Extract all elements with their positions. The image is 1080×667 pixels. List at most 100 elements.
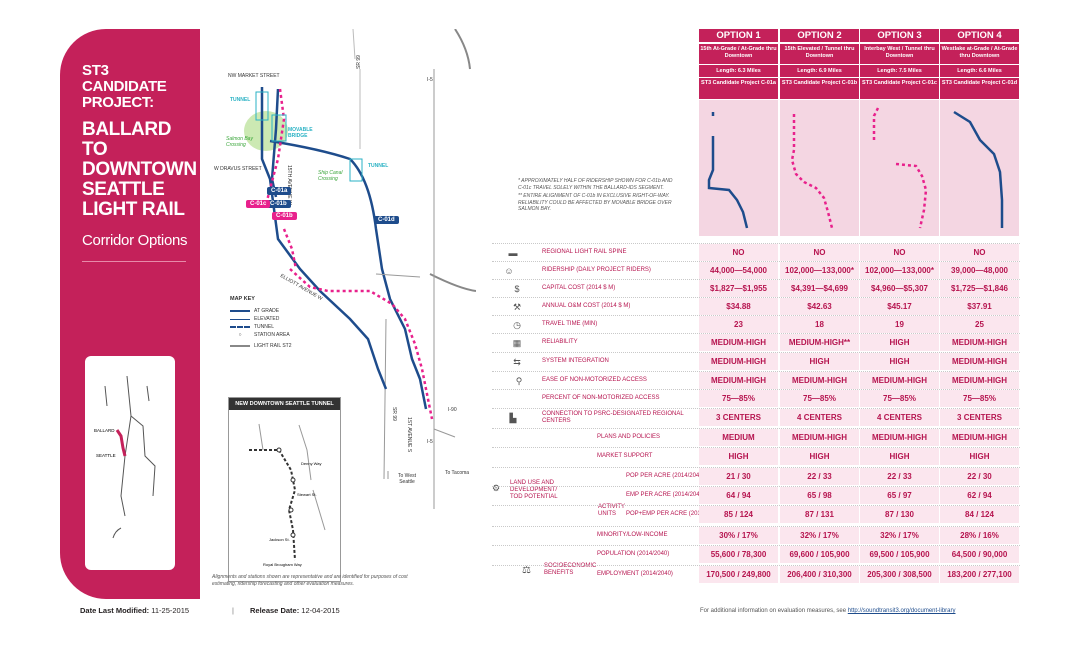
measure-label: EMPLOYMENT (2014/2040): [597, 571, 673, 577]
option-1-route-map: [699, 100, 778, 236]
option-4-value: 25: [940, 316, 1019, 333]
key-elevated: ELEVATED: [254, 316, 280, 322]
option-4-value: 3 CENTERS: [940, 409, 1019, 426]
option-2-value: 102,000—133,000*: [780, 262, 859, 279]
option-4-value: 62 / 94: [940, 487, 1019, 504]
option-1-value: 44,000—54,000: [699, 262, 778, 279]
option-3-value: $45.17: [860, 298, 939, 315]
measure-label: RELIABILITY: [542, 339, 578, 345]
option-3-length: Length: 7.5 Miles: [860, 64, 939, 77]
inset-royal-brougham-label: Royal Brougham Way: [263, 562, 302, 567]
option-4-value: 28% / 16%: [940, 527, 1019, 544]
c01b-tag-pink: C-01b: [272, 212, 297, 220]
option-4-value: 75—85%: [940, 390, 1019, 407]
option-3-value: NO: [860, 244, 939, 261]
measure-label: SYSTEM INTEGRATION: [542, 358, 609, 364]
c01a-tag: C-01a: [267, 187, 292, 195]
option-1-value: MEDIUM-HIGH: [699, 372, 778, 389]
measure-label: ANNUAL O&M COST (2014 $ M): [542, 303, 631, 309]
option-2-project: ST3 Candidate Project C-01b: [780, 77, 859, 99]
measure-label: CONNECTION TO PSRC-DESIGNATED REGIONAL C…: [542, 411, 684, 424]
measure-label: PERCENT OF NON-MOTORIZED ACCESS: [542, 395, 660, 401]
people-icon: ☺: [504, 266, 514, 276]
option-1-value: 64 / 94: [699, 487, 778, 504]
release-date: Release Date: 12-04-2015: [250, 606, 340, 615]
option-3-value: HIGH: [860, 334, 939, 351]
map-disclaimer: Alignments and stations shown are repres…: [212, 574, 408, 587]
option-1-value: 75—85%: [699, 390, 778, 407]
footnotes: * APPROXIMATELY HALF OF RIDERSHIP SHOWN …: [518, 178, 678, 213]
date-modified: Date Last Modified: 11-25-2015: [80, 606, 189, 615]
option-4-value: HIGH: [940, 448, 1019, 465]
option-2-title: OPTION 2: [780, 29, 859, 42]
option-3-value: HIGH: [860, 353, 939, 370]
option-3-value: 32% / 17%: [860, 527, 939, 544]
option-2-column: OPTION 2 15th Elevated / Tunnel thru Dow…: [780, 29, 859, 236]
date-modified-label: Date Last Modified:: [80, 606, 150, 615]
page-subtitle: Corridor Options: [82, 232, 188, 249]
corridor-map: NW MARKET STREET W DRAVUS STREET SR 99 I…: [200, 29, 476, 599]
option-2-value: 4 CENTERS: [780, 409, 859, 426]
option-4-value: $37.91: [940, 298, 1019, 315]
page-title: BALLARD TO DOWNTOWN SEATTLE LIGHT RAIL: [82, 119, 197, 220]
footer-note-text: For additional information on evaluation…: [700, 608, 847, 614]
release-date-value: 12-04-2015: [301, 606, 340, 615]
option-4-value: $1,725—$1,846: [940, 280, 1019, 297]
option-1-value: 30% / 17%: [699, 527, 778, 544]
option-1-value: NO: [699, 244, 778, 261]
key-at-grade: AT GRADE: [254, 308, 280, 314]
socioeconomic-group-label: SOCIOECONOMIC BENEFITS: [544, 563, 597, 576]
date-modified-value: 11-25-2015: [151, 606, 190, 615]
dravus-street-label: W DRAVUS STREET: [214, 166, 262, 172]
option-1-column: OPTION 1 15th At-Grade / At-Grade thru D…: [699, 29, 778, 236]
option-4-value: 39,000—48,000: [940, 262, 1019, 279]
option-1-value: 23: [699, 316, 778, 333]
c01b-tag: C-01b: [266, 200, 291, 208]
option-4-value: NO: [940, 244, 1019, 261]
ballard-label: BALLARD: [94, 428, 115, 433]
option-2-value: MEDIUM-HIGH: [780, 372, 859, 389]
measure-label: POP PER ACRE (2014/2040): [626, 473, 705, 479]
inset-jackson-label: Jackson St.: [269, 537, 290, 542]
measure-label: MINORITY/LOW-INCOME: [597, 532, 668, 538]
measure-label: POPULATION (2014/2040): [597, 551, 670, 557]
measure-label: EMP PER ACRE (2014/2040): [626, 492, 705, 498]
15th-avenue-label: 15TH AVENUE W: [286, 165, 292, 205]
option-4-desc: Westlake at-Grade / At-Grade thru Downto…: [940, 43, 1019, 64]
option-4-title: OPTION 4: [940, 29, 1019, 42]
option-2-value: 206,400 / 310,300: [780, 566, 859, 583]
table-row: PERCENT OF NON-MOTORIZED ACCESS 75—85% 75—…: [492, 389, 1020, 407]
option-1-length: Length: 6.3 Miles: [699, 64, 778, 77]
key-light-rail-st2: LIGHT RAIL ST2: [254, 343, 292, 349]
option-2-route-map: [780, 100, 859, 236]
seattle-label: SEATTLE: [96, 453, 116, 458]
option-2-value: $42.63: [780, 298, 859, 315]
measure-label: REGIONAL LIGHT RAIL SPINE: [542, 249, 627, 255]
1st-avenue-label: 1ST AVENUE S: [406, 417, 412, 453]
document-library-link[interactable]: http://soundtransit3.org/document-librar…: [847, 608, 956, 614]
option-4-value: MEDIUM-HIGH: [940, 334, 1019, 351]
option-3-value: MEDIUM-HIGH: [860, 429, 939, 446]
option-1-value: MEDIUM-HIGH: [699, 353, 778, 370]
land-use-icon: ⚙: [492, 483, 501, 493]
option-4-length: Length: 6.6 Miles: [940, 64, 1019, 77]
balance-scale-icon: ⚖: [522, 565, 531, 576]
dollar-icon: $: [514, 284, 520, 294]
option-1-value: 170,500 / 249,800: [699, 566, 778, 583]
inset-stewart-label: Stewart St.: [297, 492, 317, 497]
measure-label: MARKET SUPPORT: [597, 453, 653, 459]
to-tacoma-label: To Tacoma: [444, 470, 470, 476]
measure-label: EASE OF NON-MOTORIZED ACCESS: [542, 377, 647, 383]
option-3-value: 19: [860, 316, 939, 333]
salmon-bay-label: Salmon Bay Crossing: [226, 136, 253, 148]
option-3-value: 205,300 / 308,500: [860, 566, 939, 583]
table-row: ☺RIDERSHIP (DAILY PROJECT RIDERS)44,000—…: [492, 261, 1020, 279]
option-4-value: 22 / 30: [940, 468, 1019, 485]
option-1-title: OPTION 1: [699, 29, 778, 42]
option-2-value: 32% / 17%: [780, 527, 859, 544]
option-3-title: OPTION 3: [860, 29, 939, 42]
